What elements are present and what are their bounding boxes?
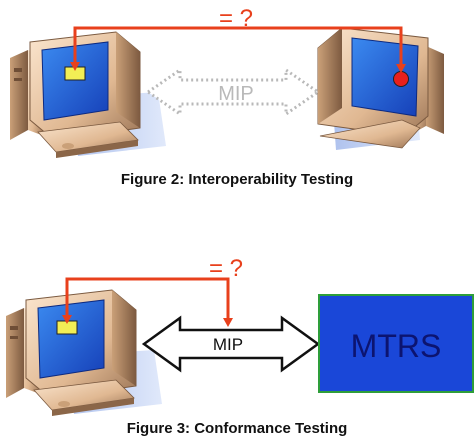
- computer-icon: [317, 27, 445, 151]
- computer-icon: [5, 289, 163, 417]
- comparison-arrowhead-left: [62, 315, 72, 324]
- red-marker: [393, 71, 409, 87]
- comparison-arrowhead-right: [396, 64, 406, 73]
- computer-icon: [9, 31, 167, 159]
- comparison-arrowhead-left: [70, 62, 80, 71]
- figure3: MIP = ? MTRS: [5, 255, 474, 417]
- arrow-label: MIP: [213, 335, 243, 354]
- comparison-line: [65, 277, 230, 324]
- mtrs-label: MTRS: [351, 328, 442, 364]
- figure2: = ? MIP: [9, 5, 445, 159]
- figure2-caption: Figure 2: Interoperability Testing: [120, 171, 354, 188]
- equals-question: = ?: [219, 5, 253, 32]
- comparison-line: [73, 26, 403, 71]
- double-arrow-icon: [145, 67, 321, 117]
- mtrs-box: [318, 294, 474, 393]
- equals-question: = ?: [209, 255, 243, 282]
- comparison-arrowhead-right: [223, 318, 233, 327]
- figure3-caption: Figure 3: Conformance Testing: [126, 420, 348, 437]
- arrow-label: MIP: [218, 83, 254, 105]
